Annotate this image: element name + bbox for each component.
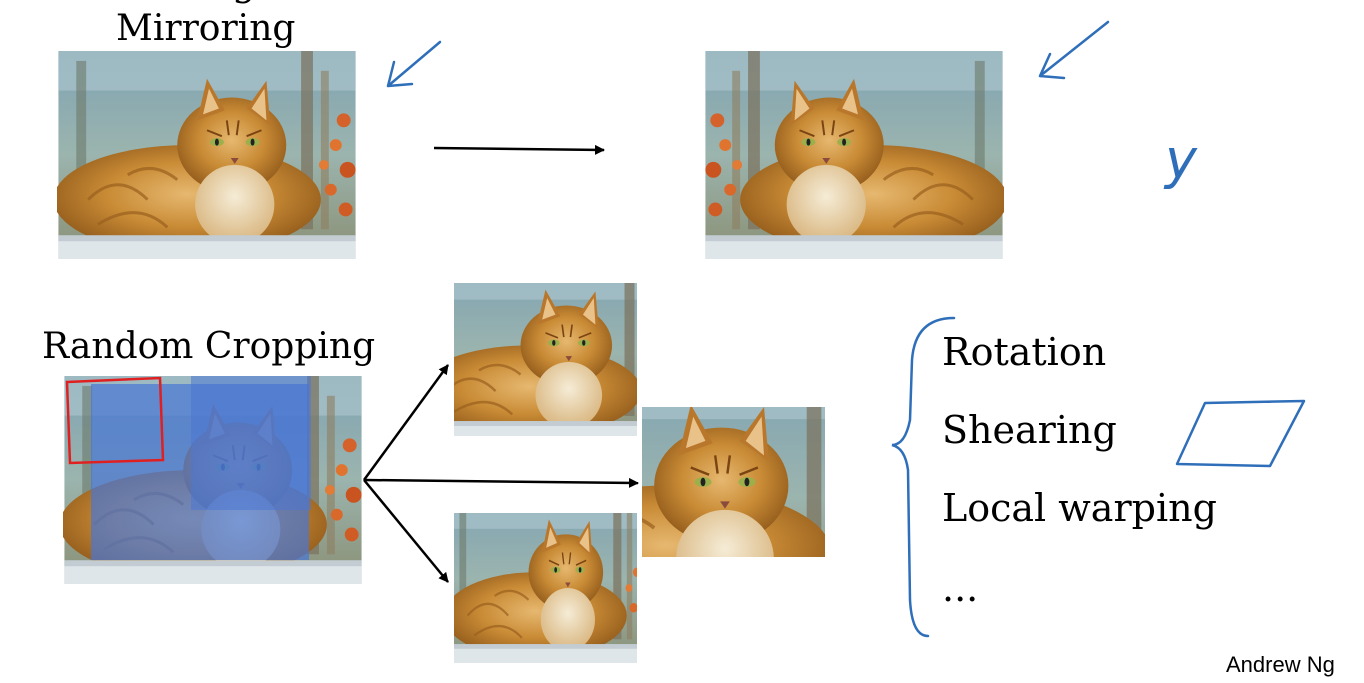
shear-parallelogram-sketch bbox=[1175, 399, 1306, 468]
crop-result-image bbox=[642, 407, 825, 557]
crop-arrow bbox=[363, 477, 639, 488]
crop-source-image bbox=[63, 376, 363, 584]
crop-region-overlay bbox=[191, 376, 311, 510]
crop-result-image bbox=[454, 513, 637, 663]
cut-off-heading-fragment: g bbox=[232, 0, 256, 4]
original-cat-image bbox=[57, 51, 357, 259]
handwritten-arrow bbox=[1038, 20, 1110, 80]
crop-arrow bbox=[363, 479, 449, 583]
handwritten-arrow bbox=[386, 40, 442, 88]
crop-result-image bbox=[454, 283, 637, 436]
mirrored-cat-image bbox=[704, 51, 1004, 259]
handwritten-y-label: y bbox=[1163, 128, 1198, 191]
mirroring-title: Mirroring bbox=[116, 8, 296, 49]
augmentation-item: Local warping bbox=[942, 486, 1217, 530]
augmentation-item: Shearing bbox=[942, 408, 1117, 452]
random-cropping-title: Random Cropping bbox=[42, 326, 376, 367]
crop-arrow bbox=[362, 364, 450, 481]
augmentation-item: Rotation bbox=[942, 330, 1107, 374]
mirroring-arrow bbox=[433, 144, 605, 155]
augmentation-item: ... bbox=[942, 566, 979, 610]
author-credit: Andrew Ng bbox=[1226, 652, 1335, 677]
